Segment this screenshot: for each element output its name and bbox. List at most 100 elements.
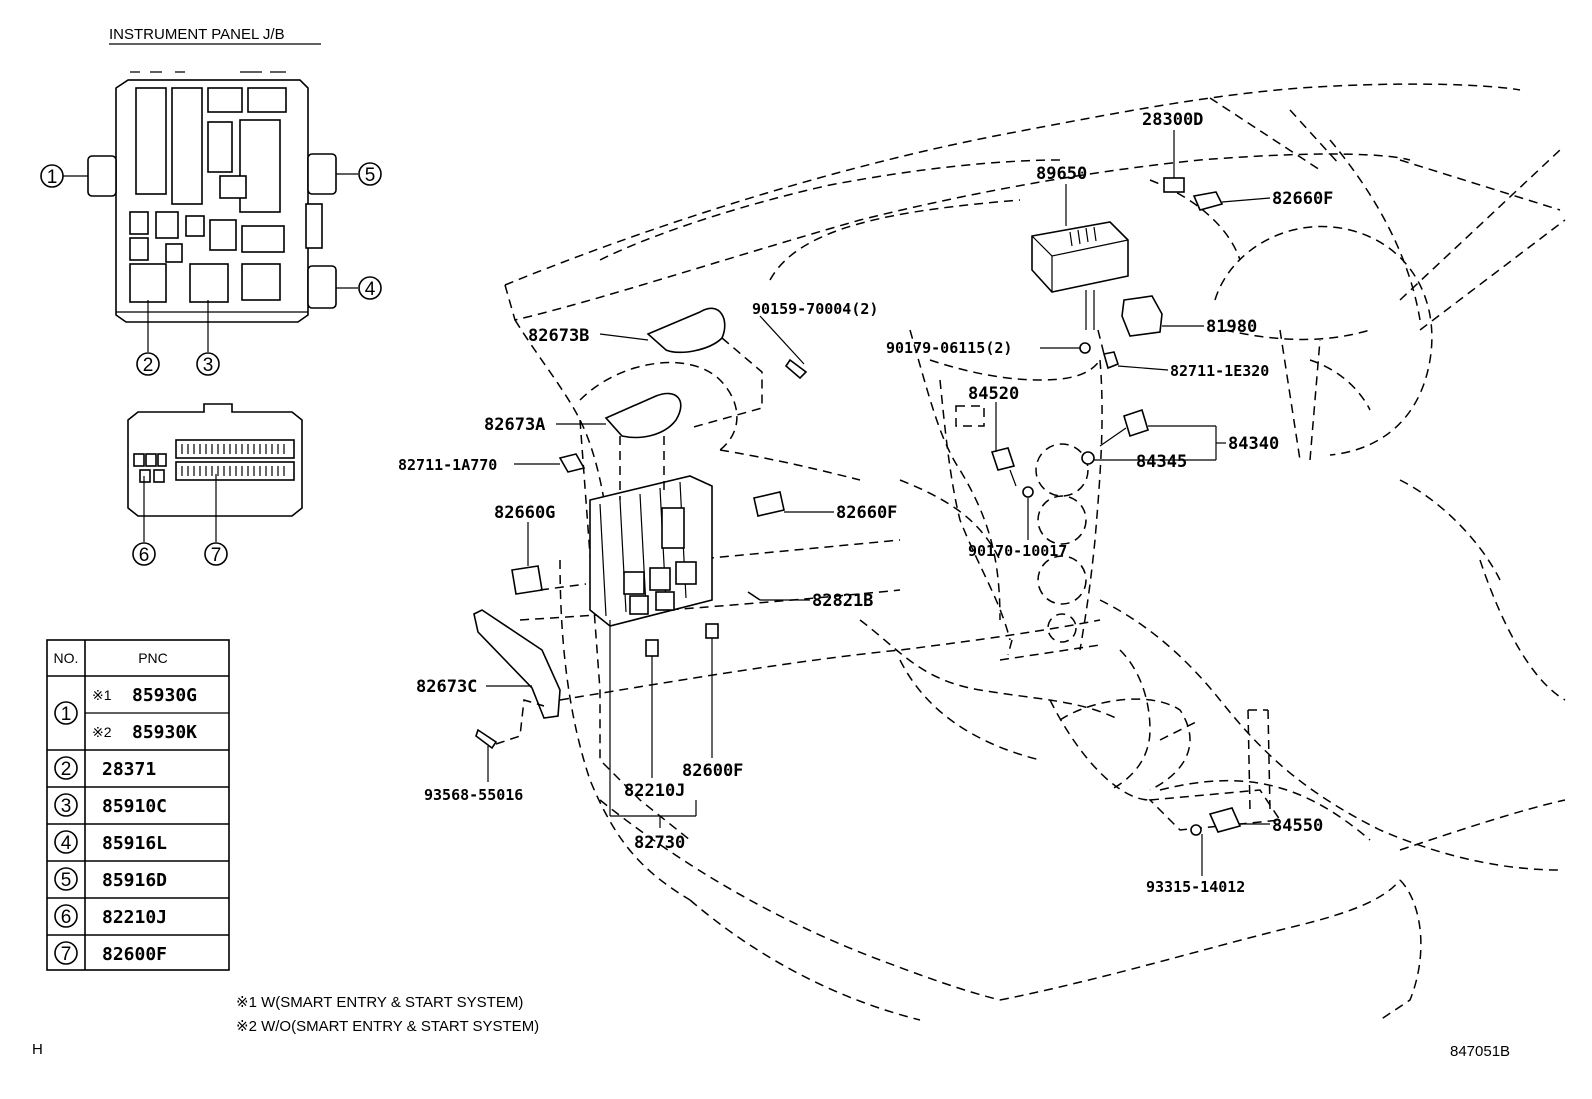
callout-4: 4 <box>358 276 382 300</box>
table-row: 1 ※1 85930G ※2 85930K <box>54 685 197 743</box>
table-row: 7 82600F <box>54 941 167 965</box>
bracket-82673c <box>473 609 561 719</box>
callout-6: 6 <box>132 542 156 566</box>
table-header-no: NO. <box>54 650 79 666</box>
table-row: 4 85916L <box>54 830 167 854</box>
svg-text:7: 7 <box>61 944 72 965</box>
svg-text:4: 4 <box>61 833 72 854</box>
table-row: 6 82210J <box>54 904 167 928</box>
leader-lines <box>486 130 1271 876</box>
junction-block-top-view <box>87 71 337 323</box>
bracket-82673a <box>604 392 682 439</box>
label-28300d: 28300D <box>1142 110 1203 130</box>
junction-block-inset: INSTRUMENT PANEL J/B <box>40 26 382 566</box>
screw-93315 <box>1190 824 1202 836</box>
label-82660f-mid: 82660F <box>836 503 897 523</box>
callout-3: 3 <box>196 352 220 376</box>
label-90179-06115: 90179-06115(2) <box>886 339 1012 357</box>
callout-5: 5 <box>358 162 382 186</box>
relay-82210j <box>645 639 659 657</box>
junction-block-82730 <box>589 475 713 627</box>
part-28300d <box>1163 177 1185 193</box>
svg-text:7: 7 <box>211 545 222 566</box>
svg-text:※2: ※2 <box>92 724 112 740</box>
table-row: 2 28371 <box>54 756 156 780</box>
svg-text:28371: 28371 <box>102 759 156 780</box>
svg-text:2: 2 <box>61 759 72 780</box>
part-84550 <box>1208 807 1242 833</box>
svg-text:6: 6 <box>139 545 150 566</box>
label-82210j: 82210J <box>624 781 685 801</box>
figure-id: 847051B <box>1450 1043 1510 1060</box>
svg-text:85916D: 85916D <box>102 870 167 891</box>
label-82660f-top: 82660F <box>1272 189 1333 209</box>
part-84340 <box>1123 408 1149 438</box>
label-82660g: 82660G <box>494 503 555 523</box>
label-93315-14012: 93315-14012 <box>1146 878 1245 896</box>
callout-7: 7 <box>204 542 228 566</box>
label-84520: 84520 <box>968 384 1019 404</box>
clip-82711-1a770 <box>558 453 586 473</box>
pin-82821b <box>747 591 761 601</box>
label-84345: 84345 <box>1136 452 1187 472</box>
callout-1: 1 <box>40 164 64 188</box>
callout-2: 2 <box>136 352 160 376</box>
svg-text:5: 5 <box>61 870 72 891</box>
svg-text:85930K: 85930K <box>132 722 197 743</box>
svg-text:1: 1 <box>47 167 58 188</box>
label-84340: 84340 <box>1228 434 1279 454</box>
part-82660g <box>511 565 543 595</box>
svg-text:82210J: 82210J <box>102 907 167 928</box>
label-89650: 89650 <box>1036 164 1087 184</box>
label-82673a: 82673A <box>484 415 545 435</box>
relay-82600f <box>705 623 719 639</box>
part-82660f-top <box>1192 191 1224 211</box>
corner-mark: H <box>32 1041 43 1058</box>
part-84345 <box>1081 451 1095 465</box>
screw-90159 <box>784 358 808 380</box>
part-81980 <box>1121 295 1163 337</box>
label-82600f: 82600F <box>682 761 743 781</box>
label-82821b: 82821B <box>812 591 873 611</box>
svg-text:※1: ※1 <box>92 687 112 703</box>
pnc-table: NO. PNC 1 ※1 85930G ※2 85930K 2 28371 3 … <box>46 639 230 971</box>
label-81980: 81980 <box>1206 317 1257 337</box>
svg-text:85930G: 85930G <box>132 685 197 706</box>
svg-text:3: 3 <box>203 355 214 376</box>
svg-text:4: 4 <box>365 279 376 300</box>
footnote-1: ※1 W(SMART ENTRY & START SYSTEM) <box>236 994 523 1011</box>
label-90170-10017: 90170-10017 <box>968 542 1067 560</box>
part-84520 <box>990 447 1016 471</box>
label-82673b: 82673B <box>528 326 589 346</box>
nut-90179 <box>1079 342 1091 354</box>
label-82673c: 82673C <box>416 677 477 697</box>
table-header-pnc: PNC <box>138 650 168 666</box>
svg-text:2: 2 <box>143 355 154 376</box>
part-labels: 28300D 89650 82660F 90159-70004(2) 82673… <box>398 110 1333 896</box>
svg-text:3: 3 <box>61 796 72 817</box>
label-84550: 84550 <box>1272 816 1323 836</box>
part-82660f-mid <box>753 491 785 517</box>
clip-82711-1e320 <box>1102 351 1119 370</box>
table-row: 5 85916D <box>54 867 167 891</box>
table-row: 3 85910C <box>54 793 167 817</box>
footnote-2: ※2 W/O(SMART ENTRY & START SYSTEM) <box>236 1018 539 1035</box>
label-82711-1a770: 82711-1A770 <box>398 456 497 474</box>
svg-text:5: 5 <box>365 165 376 186</box>
nut-90170 <box>1022 486 1034 498</box>
label-82730: 82730 <box>634 833 685 853</box>
bracket-82673b <box>646 307 726 354</box>
svg-text:1: 1 <box>61 704 72 725</box>
svg-text:6: 6 <box>61 907 72 928</box>
label-82711-1e320: 82711-1E320 <box>1170 362 1269 380</box>
panel-title: INSTRUMENT PANEL J/B <box>109 26 285 43</box>
ecu-89650 <box>1031 221 1129 330</box>
junction-block-side-view <box>127 403 303 517</box>
label-93568-55016: 93568-55016 <box>424 786 523 804</box>
label-90159-70004: 90159-70004(2) <box>752 300 878 318</box>
svg-text:85910C: 85910C <box>102 796 167 817</box>
svg-text:82600F: 82600F <box>102 944 167 965</box>
bolt-93568 <box>475 728 498 750</box>
svg-text:85916L: 85916L <box>102 833 167 854</box>
